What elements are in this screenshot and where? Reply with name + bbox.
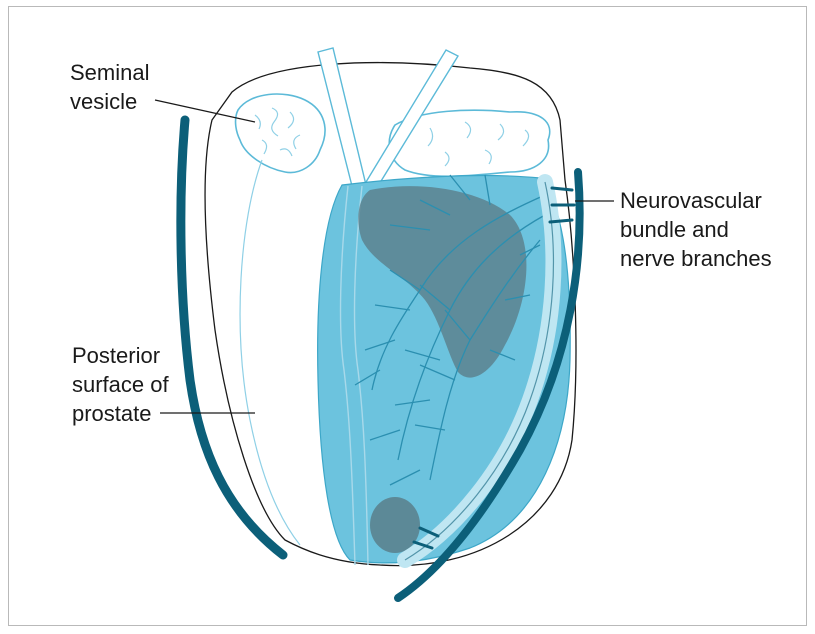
label-posterior-surface: Posterior surface of prostate [72, 341, 169, 428]
label-neurovascular-bundle: Neurovascular bundle and nerve branches [620, 186, 772, 273]
label-seminal-vesicle: Seminal vesicle [70, 58, 149, 116]
gland-zone-lower [370, 497, 420, 553]
